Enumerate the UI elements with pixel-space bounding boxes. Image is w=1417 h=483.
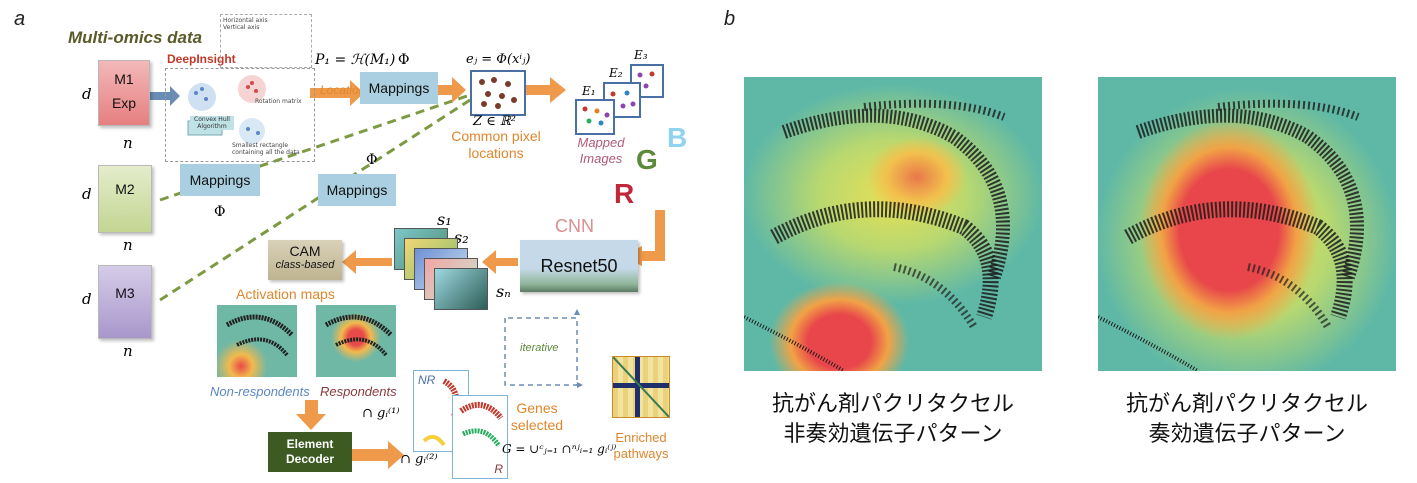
decoder-to-genes-arrow [352, 441, 404, 469]
panel-a-connectors [150, 77, 665, 469]
mappings-box-top: Mappings [360, 72, 438, 104]
z-to-e-arrow [525, 77, 566, 103]
inset-convex-hull: Convex Hull Algorithm [190, 116, 234, 130]
element-decoder-box: Element Decoder [268, 432, 352, 472]
deepinsight-label: DeepInsight [167, 52, 236, 66]
phi-m2: Φ [214, 204, 226, 220]
m2-d-label: d [82, 185, 92, 203]
z-pixel-box [470, 70, 526, 116]
m2-link-line [159, 93, 471, 202]
rgb-to-cnn-arrow [640, 210, 665, 261]
nonrespondent-caption-line2: 非奏効遺伝子パターン [783, 422, 1003, 447]
panel-a-letter: a [14, 8, 26, 30]
respondent-scatter-overlay [1098, 99, 1364, 371]
nonrespondent-thumb [217, 305, 297, 377]
z-dots [479, 77, 517, 109]
nr-label: NR [418, 373, 436, 387]
e3-label: E₃ [634, 48, 648, 62]
nonrespondent-caption: 抗がん剤パクリタクセル 非奏効遺伝子パターン [744, 390, 1042, 450]
e2-label: E₂ [609, 66, 623, 80]
respondent-caption-line2: 奏効遺伝子パターン [1148, 422, 1346, 447]
m2-label: M2 [115, 181, 135, 197]
mappings-box-m2: Mappings [180, 164, 260, 196]
p1-formula: P₁ = ℋ(M₁) [315, 52, 396, 68]
m1-box: M1 Exp [98, 60, 150, 126]
cap-g2-label: ∩ gᵢ⁽²⁾ [400, 452, 438, 467]
element-decoder-line1: Element [286, 437, 334, 451]
e1-label: E₁ [582, 84, 596, 98]
inset-smallest-rect: Smallest rectangle containing all the da… [232, 142, 300, 156]
nonrespondent-heatmap [744, 77, 1042, 371]
rgb-r: R [614, 178, 635, 209]
nonrespondent-caption-line1: 抗がん剤パクリタクセル [771, 392, 1014, 417]
m2-box: M2 [98, 165, 152, 233]
cam-box: CAM class-based [268, 240, 342, 280]
g-union-formula: G = ∪ᶜⱼ₌₁ ∩ⁿʲᵢ₌₁ gᵢ⁽ʲ⁾ [502, 442, 617, 456]
respondents-label: Respondents [320, 384, 397, 399]
m3-label: M3 [115, 285, 135, 301]
ej-formula: eⱼ = Φ(xⁱⱼ) [466, 52, 531, 67]
inset-rotation-note: Rotation matrix [255, 98, 302, 105]
enriched-line1: Enriched [615, 430, 667, 445]
cnn-to-stack-arrow [482, 250, 518, 274]
m1-label: M1 [114, 71, 134, 87]
enriched-line2: pathways [613, 446, 669, 461]
deepinsight-arrow [310, 80, 364, 106]
mappings-arrow [438, 77, 466, 103]
cam-class-label: class-based [275, 259, 335, 271]
inset-formula-box: Horizontal axis Vertical axis [220, 14, 312, 68]
m3-n-label: n [123, 342, 133, 360]
mappings-box-m3: Mappings [318, 174, 396, 206]
sn-label: sₙ [496, 282, 511, 301]
down-to-decoder-arrow [296, 400, 326, 430]
enriched-pathways-heatmap [612, 356, 670, 418]
locations-label: Locations [320, 83, 372, 97]
genes-selected-label: Genes selected [510, 400, 564, 433]
m1-exp-label: Exp [111, 95, 137, 111]
respondent-caption: 抗がん剤パクリタクセル 奏効遺伝子パターン [1098, 390, 1396, 450]
m3-link-line [159, 98, 471, 302]
m1-n-label: n [123, 134, 133, 152]
m3-d-label: d [82, 290, 92, 308]
s1-label: s₁ [437, 210, 452, 229]
m1-d-label: d [82, 85, 92, 103]
phi-top: Φ [398, 52, 410, 68]
r-label: R [494, 462, 503, 476]
rgb-g: G [636, 144, 658, 175]
nonrespondent-scatter-overlay [744, 99, 1010, 371]
inset-horizontal-axis: Horizontal axis [223, 17, 268, 24]
common-pixel-label: Common pixel locations [451, 128, 541, 161]
m3-box: M3 [98, 265, 152, 339]
rgb-b: B [667, 122, 688, 153]
cam-label: CAM [289, 243, 321, 259]
mapped-images-label: Mapped Images [577, 135, 625, 166]
phi-m3: Φ [366, 152, 378, 168]
z-formula: Z ∈ ℝ² [473, 114, 516, 129]
e1-image [575, 99, 615, 135]
enriched-pathways-label: Enriched pathways [606, 430, 676, 462]
respondent-caption-line1: 抗がん剤パクリタクセル [1125, 392, 1368, 417]
cnn-label: CNN [555, 216, 594, 236]
stack-to-cam-arrow [342, 250, 392, 274]
cap-g1-label: ∩ gᵢ⁽¹⁾ [362, 406, 400, 421]
multi-omics-title: Multi-omics data [68, 28, 203, 47]
inset-vertical-axis: Vertical axis [223, 24, 260, 31]
element-decoder-line2: Decoder [285, 452, 335, 466]
activation-maps-label: Activation maps [236, 286, 335, 302]
non-respondents-label: Non-respondents [210, 384, 310, 399]
respondent-heatmap [1098, 77, 1396, 371]
panel-b-letter: b [724, 8, 736, 30]
stack-image-5 [434, 268, 488, 310]
respondent-thumb [316, 305, 396, 377]
r-gene-image: R [452, 395, 508, 479]
m2-n-label: n [123, 236, 133, 254]
resnet50-box: Resnet50 [520, 240, 638, 292]
iterative-label: iterative [520, 342, 559, 354]
